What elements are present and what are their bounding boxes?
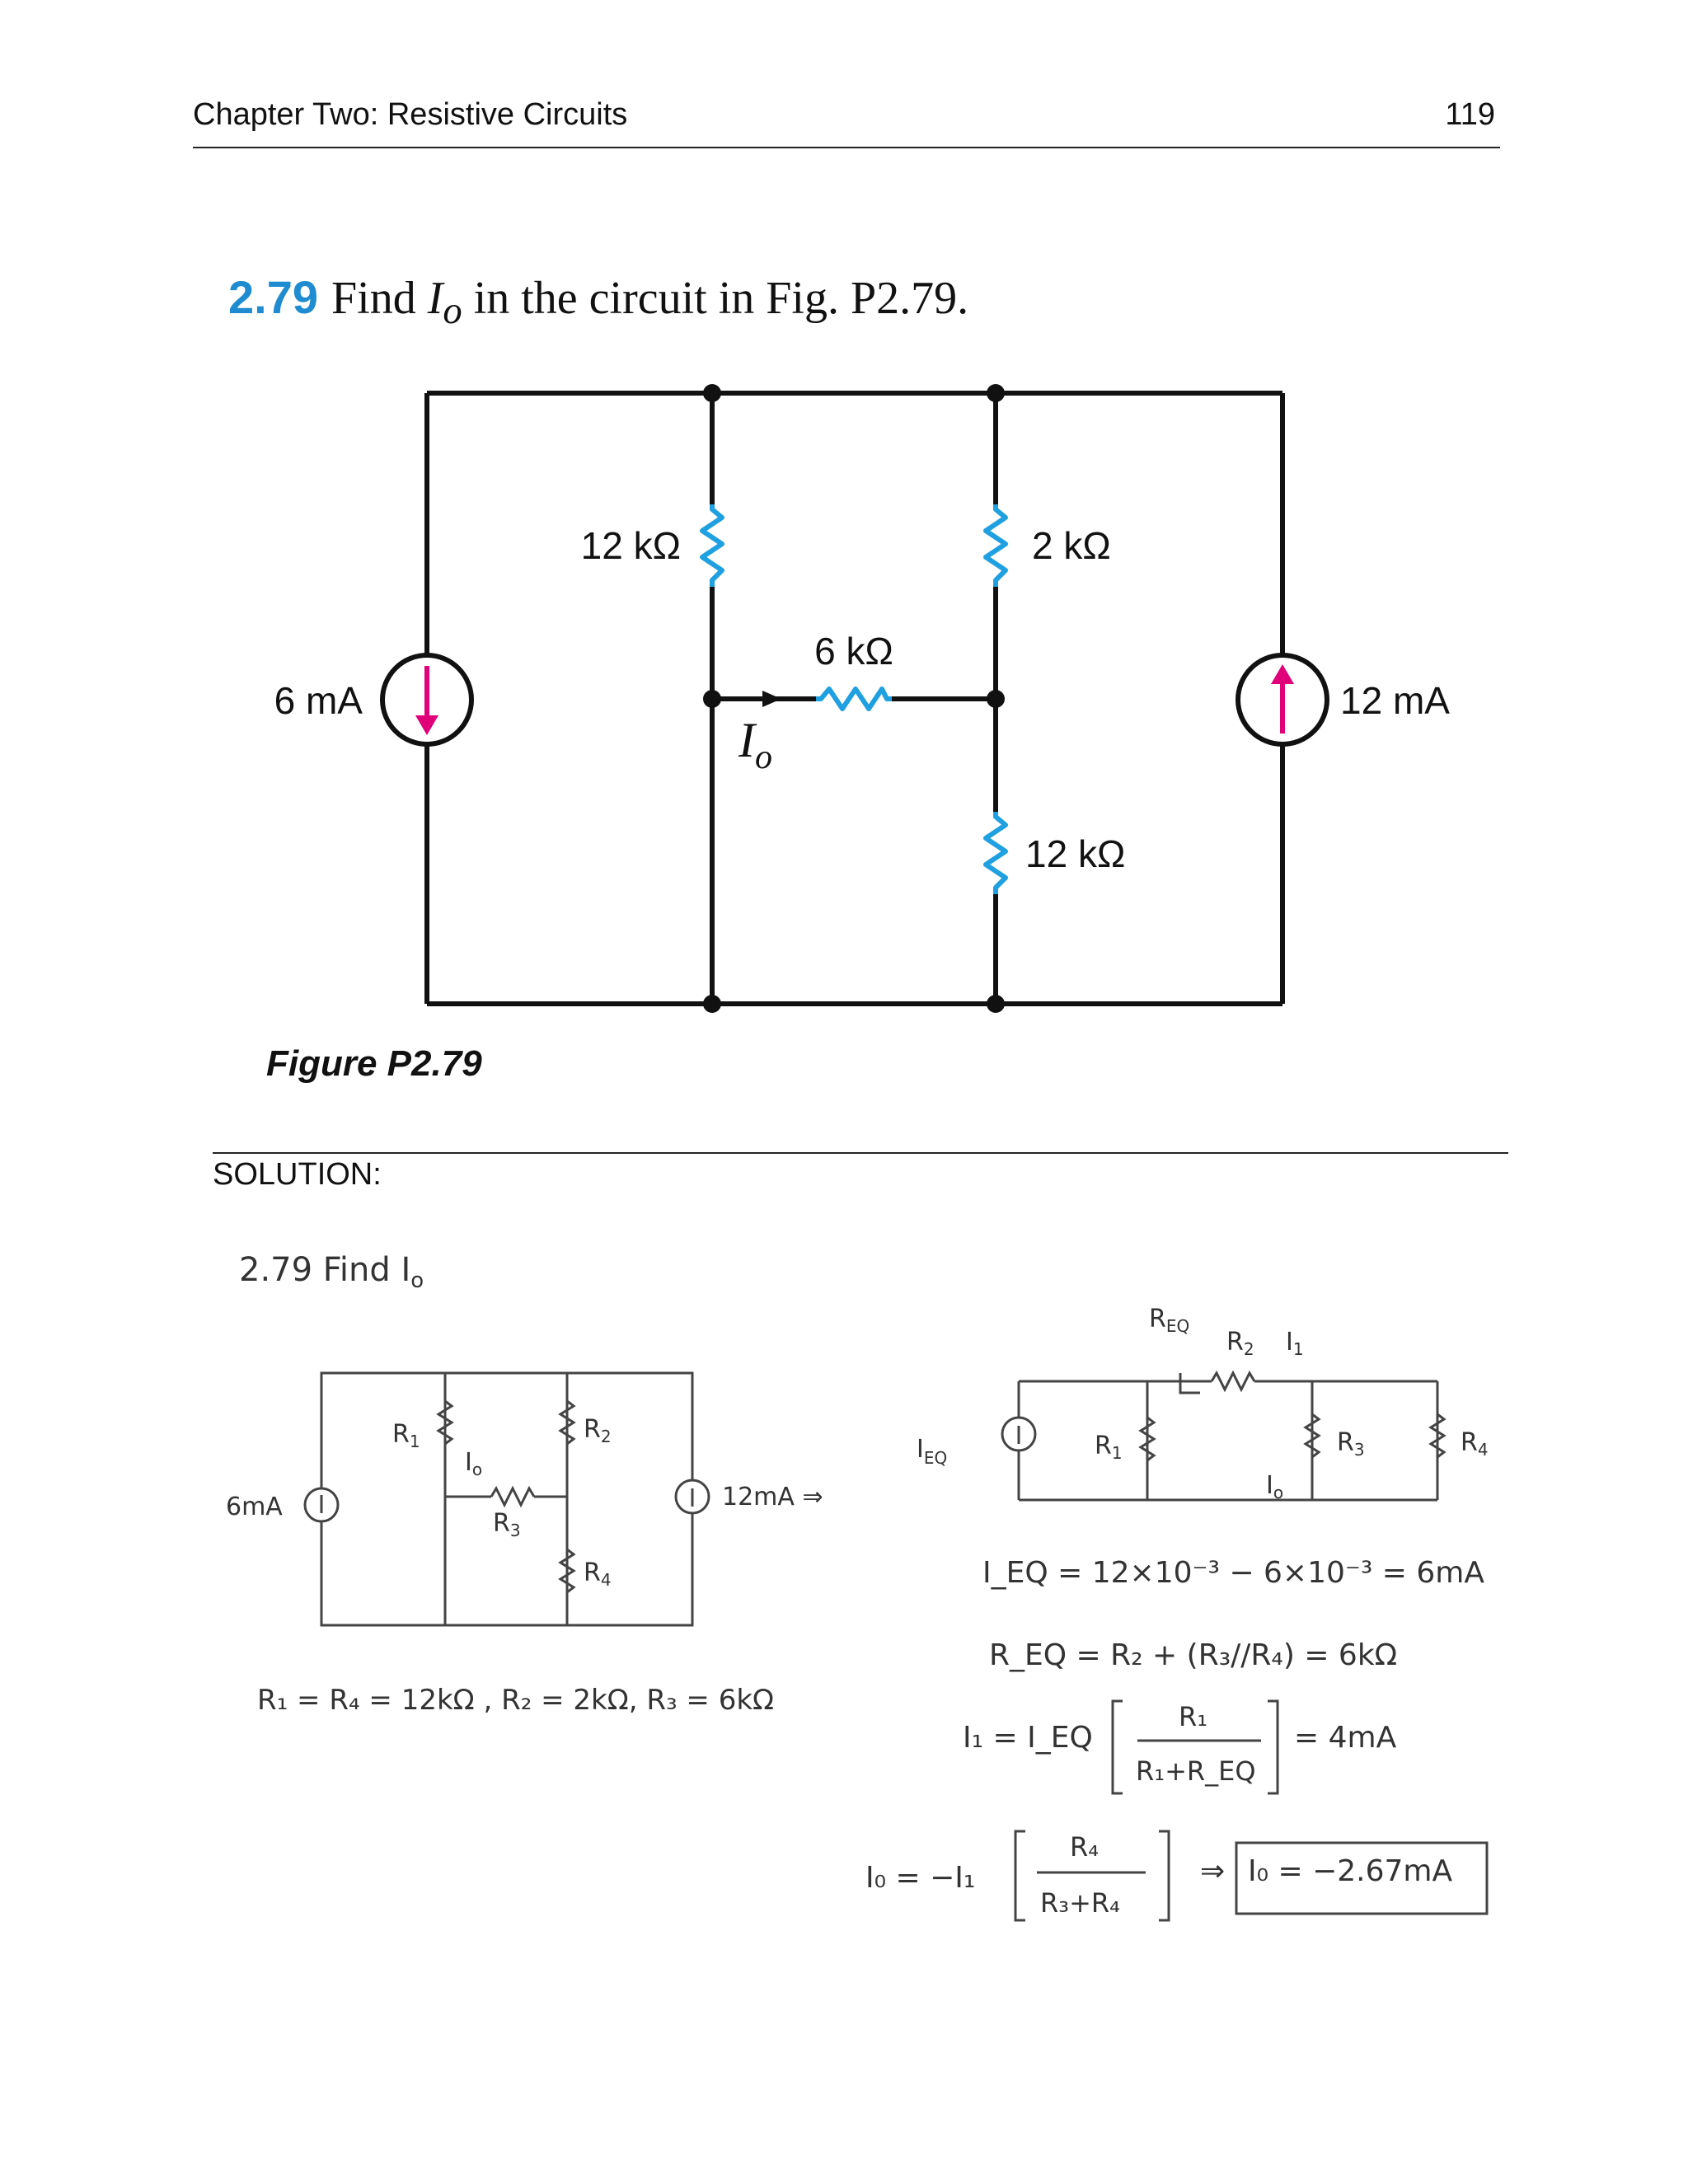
problem-text-before: Find [331,273,428,324]
chapter-title: Chapter Two: Resistive Circuits [193,97,628,132]
problem-variable: Io [427,273,462,333]
sketch-left-6ma: 6mA [226,1493,283,1521]
sketch-left-r2: R2 [584,1415,612,1446]
node-bottom-right [987,995,1005,1013]
equation-io-num: R₄ [1070,1831,1099,1863]
equation-req: R_EQ = R₂ + (R₃//R₄) = 6kΩ [989,1638,1397,1672]
figure-caption: Figure P2.79 [266,1043,482,1084]
problem-text-after: in the circuit in Fig. P2.79. [462,273,969,324]
label-6ma: 6 mA [274,679,363,722]
equation-io-lhs: I₀ = −I₁ [865,1861,975,1895]
equation-arrow: ⇒ [1200,1854,1225,1888]
bracket-right-2 [1159,1830,1170,1922]
equation-i1-lhs: I₁ = I_EQ [963,1721,1093,1755]
node-mid-right [987,690,1005,708]
sketch-right-ieq: IEQ [917,1435,947,1468]
sketch-right-r2: R2 [1226,1328,1254,1359]
sketch-right-circuit [1001,1370,1447,1502]
current-source-12ma [1236,653,1329,747]
resistor-12k-bottom-right [983,812,1008,894]
problem-number: 2.79 [228,271,318,323]
final-answer: I₀ = −2.67mA [1248,1854,1452,1888]
equation-i1-den: R₁+R_EQ [1136,1755,1256,1787]
sketch-right-io: Io [1266,1471,1283,1502]
node-top-left [703,384,721,402]
bracket-left-1 [1111,1699,1123,1795]
equation-i1-rhs: = 4mA [1294,1721,1397,1755]
resistor-6k [816,687,892,711]
sketch-right-i1: I1 [1286,1328,1304,1359]
sketch-right-r3: R3 [1337,1428,1365,1460]
resistor-12k-top-left [700,504,724,587]
sketch-left-r1: R1 [392,1420,420,1451]
node-bottom-left [703,995,721,1013]
sketch-right-r1: R1 [1095,1432,1123,1463]
label-12k-bottom: 12 kΩ [1025,832,1125,875]
sketch-left-12ma: 12mA ⇒ [722,1483,823,1511]
answer-box [1235,1841,1489,1915]
component-values: R₁ = R₄ = 12kΩ , R₂ = 2kΩ, R₃ = 6kΩ [257,1684,774,1717]
equation-ieq: I_EQ = 12×10⁻³ − 6×10⁻³ = 6mA [982,1556,1484,1590]
label-2k: 2 kΩ [1032,524,1111,567]
label-6k: 6 kΩ [814,630,893,673]
equation-i1-num: R₁ [1179,1701,1207,1732]
sketch-right-req: REQ [1149,1305,1189,1336]
bracket-right-1 [1268,1699,1279,1795]
label-12ma: 12 mA [1340,679,1450,722]
solution-label: SOLUTION: [213,1157,382,1192]
node-top-right [987,384,1005,402]
node-mid-left [703,690,721,708]
sketch-left-io: Io [465,1448,482,1479]
bracket-left-2 [1014,1830,1025,1922]
solution-divider [213,1152,1508,1154]
problem-statement: 2.79 Find Io in the circuit in Fig. P2.79… [228,270,968,333]
current-source-6ma [380,653,474,747]
label-io: Io [738,713,772,776]
sketch-left-circuit [303,1371,710,1627]
sketch-left-r4: R4 [584,1558,612,1590]
label-12k-top: 12 kΩ [581,524,681,567]
solution-title: 2.79 Find Io [239,1251,424,1293]
sketch-right-r4: R4 [1461,1428,1489,1460]
resistor-2k [983,504,1008,587]
sketch-left-r3: R3 [493,1509,521,1540]
equation-io-den: R₃+R₄ [1040,1887,1120,1919]
page-number: 119 [1445,97,1495,132]
io-arrow-icon [762,691,781,707]
header-divider [193,147,1500,148]
